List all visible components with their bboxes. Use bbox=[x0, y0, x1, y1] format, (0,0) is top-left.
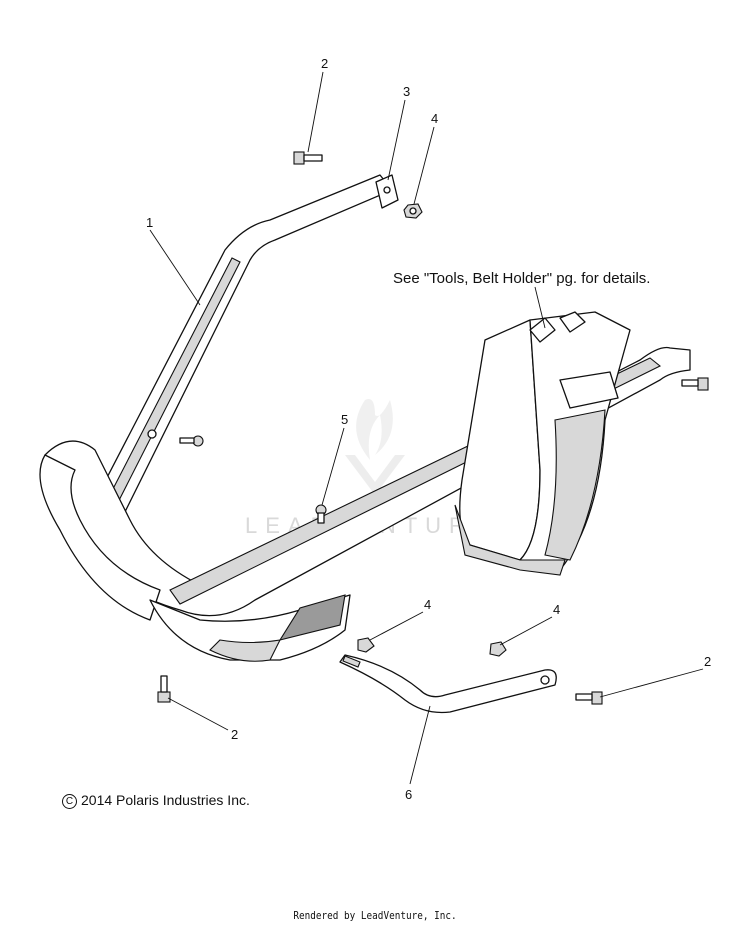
callout-4-mid-right: 4 bbox=[553, 602, 560, 617]
screw-5 bbox=[315, 504, 327, 524]
watermark-logo bbox=[345, 399, 405, 495]
bolt-bottom-left bbox=[157, 675, 171, 703]
copyright: C 2014 Polaris Industries Inc. bbox=[62, 792, 250, 809]
bracket-plate bbox=[375, 174, 399, 209]
leader-lines bbox=[149, 71, 704, 785]
nut-mid-right bbox=[489, 641, 507, 657]
callout-5: 5 bbox=[341, 412, 348, 427]
callout-4-top: 4 bbox=[431, 111, 438, 126]
callout-3: 3 bbox=[403, 84, 410, 99]
copyright-symbol: C bbox=[62, 794, 77, 809]
bolt-right-low bbox=[575, 691, 603, 705]
bolt-top bbox=[293, 151, 323, 165]
copyright-text: 2014 Polaris Industries Inc. bbox=[81, 792, 250, 808]
belt-holder bbox=[454, 311, 631, 576]
rendered-by-footer: Rendered by LeadVenture, Inc. bbox=[293, 909, 457, 922]
callout-4-mid-left: 4 bbox=[424, 597, 431, 612]
support-bar bbox=[339, 654, 557, 714]
callout-2-right: 2 bbox=[704, 654, 711, 669]
screw-center-left bbox=[179, 435, 204, 447]
belt-holder-note: See "Tools, Belt Holder" pg. for details… bbox=[393, 270, 651, 287]
callout-6: 6 bbox=[405, 787, 412, 802]
nut-top bbox=[403, 203, 423, 219]
callout-2-top: 2 bbox=[321, 56, 328, 71]
callout-1: 1 bbox=[146, 215, 153, 230]
callout-2-bottom-left: 2 bbox=[231, 727, 238, 742]
nut-mid-left bbox=[357, 637, 375, 653]
bolt-right bbox=[681, 377, 709, 391]
